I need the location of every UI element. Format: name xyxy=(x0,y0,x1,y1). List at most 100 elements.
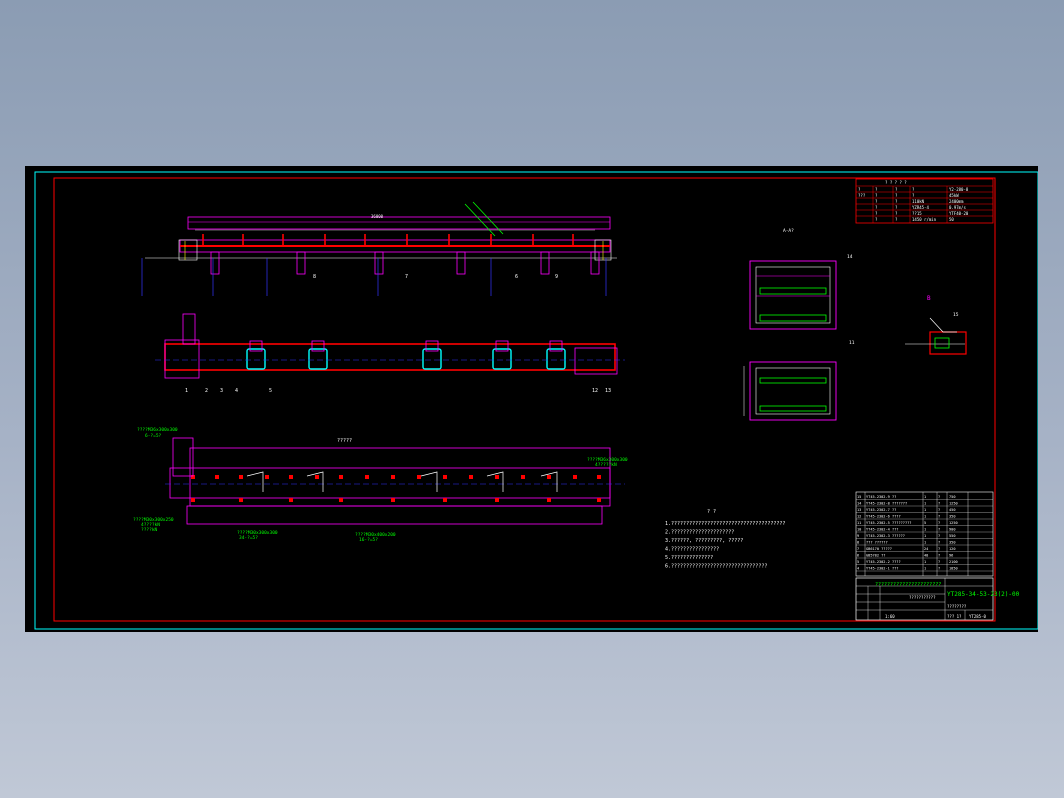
scale: 1:60 xyxy=(885,614,895,619)
bom-cell: 750 xyxy=(949,495,956,499)
params-cell: ? xyxy=(912,187,915,192)
bom-cell: GB5782 ?? xyxy=(866,554,885,558)
sheet-code: YT285-0 xyxy=(969,614,986,619)
balloon: 13 xyxy=(605,388,611,394)
balloon: 7 xyxy=(405,274,408,280)
sheet-count: ??? 1? xyxy=(947,614,962,619)
bom-cell: 550 xyxy=(949,534,956,538)
bom-cell: 24 xyxy=(924,547,928,551)
outer-frame xyxy=(34,171,1038,630)
bom-cell: ? xyxy=(938,521,940,525)
balloon: 8 xyxy=(313,274,316,280)
bom-cell: 350 xyxy=(949,541,956,545)
bom-cell: ? xyxy=(938,508,940,512)
bom-cell: ? xyxy=(938,541,940,545)
section-view-upper: A-A? 14 11 xyxy=(749,228,855,346)
bom-cell: 12 xyxy=(857,515,861,519)
cad-viewport[interactable]: 36000 8 7 6 9 1 2 3 4 xyxy=(25,166,1038,632)
drawing-frame xyxy=(53,177,996,622)
params-cell: 45kW xyxy=(949,193,959,198)
notes-heading: ? ? xyxy=(707,509,716,515)
params-cell: ? xyxy=(895,211,898,216)
bom-cell: YT45-2302-6 ???? xyxy=(866,515,901,519)
params-cell: ? xyxy=(875,187,878,192)
bom-cell: ? xyxy=(938,534,940,538)
bom-cell: 5 xyxy=(924,521,926,525)
params-cell: ? xyxy=(895,193,898,198)
bom-cell: YT45-2302-2 ???? xyxy=(866,560,901,564)
bom-cell: 48 xyxy=(924,554,928,558)
note-line: 3.??????, ?????????, ????? xyxy=(665,538,743,544)
params-cell: 50 xyxy=(949,217,954,222)
bom-cell: YT45-2302-7 ?? xyxy=(866,508,896,512)
params-cell: 1450 r/min xyxy=(912,217,937,222)
anchor-callout: ????kN xyxy=(141,527,158,533)
balloon: 2 xyxy=(205,388,208,394)
bom-cell: 1 xyxy=(924,495,926,499)
anchor-callout: 16-?=5? xyxy=(359,537,378,543)
bom-cell: ? xyxy=(938,567,940,571)
params-cell: 110kN xyxy=(912,199,925,204)
bom-cell: 96 xyxy=(949,554,953,558)
bom-cell: ? xyxy=(938,515,940,519)
bom-cell: ? xyxy=(938,502,940,506)
bom-cell: 1250 xyxy=(949,521,958,525)
bom-cell: YT45-2302-9 ?? xyxy=(866,495,896,499)
name-line: ??????????? xyxy=(909,595,936,600)
anchor-callout: 6-?=5? xyxy=(145,433,162,439)
foundation-plan: ????? ????M36x300x300 6-?=5? ????M36x300… xyxy=(133,427,628,543)
plan-caption: ????? xyxy=(337,438,352,444)
technical-notes: ? ? 1.??????????????????????????????????… xyxy=(665,509,785,570)
bom-cell: YT45-2302-5 ????????? xyxy=(866,521,911,525)
sheet-title: ?????????????????????? xyxy=(875,582,941,588)
bom-cell: 1850 xyxy=(949,567,958,571)
note-line: 5.?????????????? xyxy=(665,555,713,561)
balloon: 11 xyxy=(849,340,855,346)
bom-cell: 1 xyxy=(924,560,926,564)
bom-cell: YT45-2302-3 ?????? xyxy=(866,534,905,538)
bom-cell: 8 xyxy=(857,541,859,545)
bom-cell: ??? ?????? xyxy=(866,541,888,545)
sheet-note: ???????? xyxy=(947,604,967,609)
balloon: 12 xyxy=(592,388,598,394)
bom-cell: ? xyxy=(938,495,940,499)
note-line: 1.?????????????????????????????????????? xyxy=(665,521,785,527)
params-cell: ??15 xyxy=(912,211,922,216)
params-cell: ? xyxy=(912,193,915,198)
params-cell: 2400mm xyxy=(949,199,964,204)
bom-cell: 4 xyxy=(857,567,859,571)
bom-cell: 120 xyxy=(949,547,956,551)
anchor-callout: ????M30x400x200 xyxy=(355,532,396,538)
bom-cell: 1 xyxy=(924,502,926,506)
balloon: 14 xyxy=(847,254,853,260)
balloon: 1 xyxy=(185,388,188,394)
params-cell: ? xyxy=(875,199,878,204)
params-header: ? ? ? ? ? xyxy=(885,180,907,185)
bom-cell: 6 xyxy=(857,554,859,558)
bom-cell: 1 xyxy=(924,541,926,545)
params-cell: ? xyxy=(895,205,898,210)
anchor-callout: ????M30x300x250 xyxy=(133,517,174,523)
params-cell: YZR45-4 xyxy=(912,205,929,210)
params-cell: ? xyxy=(858,187,861,192)
bom-cell: 2100 xyxy=(949,560,958,564)
bom-cell: 7 xyxy=(857,547,859,551)
section-title: A-A? xyxy=(783,228,794,234)
note-line: 2.????????????????????? xyxy=(665,530,734,536)
balloon: 15 xyxy=(953,312,959,318)
bom-cell: ? xyxy=(938,554,940,558)
note-line: 6.???????????????????????????????? xyxy=(665,564,767,570)
bom-cell: 900 xyxy=(949,528,956,532)
params-cell: ? xyxy=(875,205,878,210)
bom-cell: 1 xyxy=(924,515,926,519)
balloon: 3 xyxy=(220,388,223,394)
params-cell: ? xyxy=(875,193,878,198)
anchor-callout: 4????kN xyxy=(141,522,160,528)
params-cell: 0.97m/s xyxy=(949,205,966,210)
dim-overall: 36000 xyxy=(371,214,384,219)
cad-drawing: 36000 8 7 6 9 1 2 3 4 xyxy=(34,171,1038,630)
balloon: 6 xyxy=(515,274,518,280)
bom-cell: 1 xyxy=(924,534,926,538)
